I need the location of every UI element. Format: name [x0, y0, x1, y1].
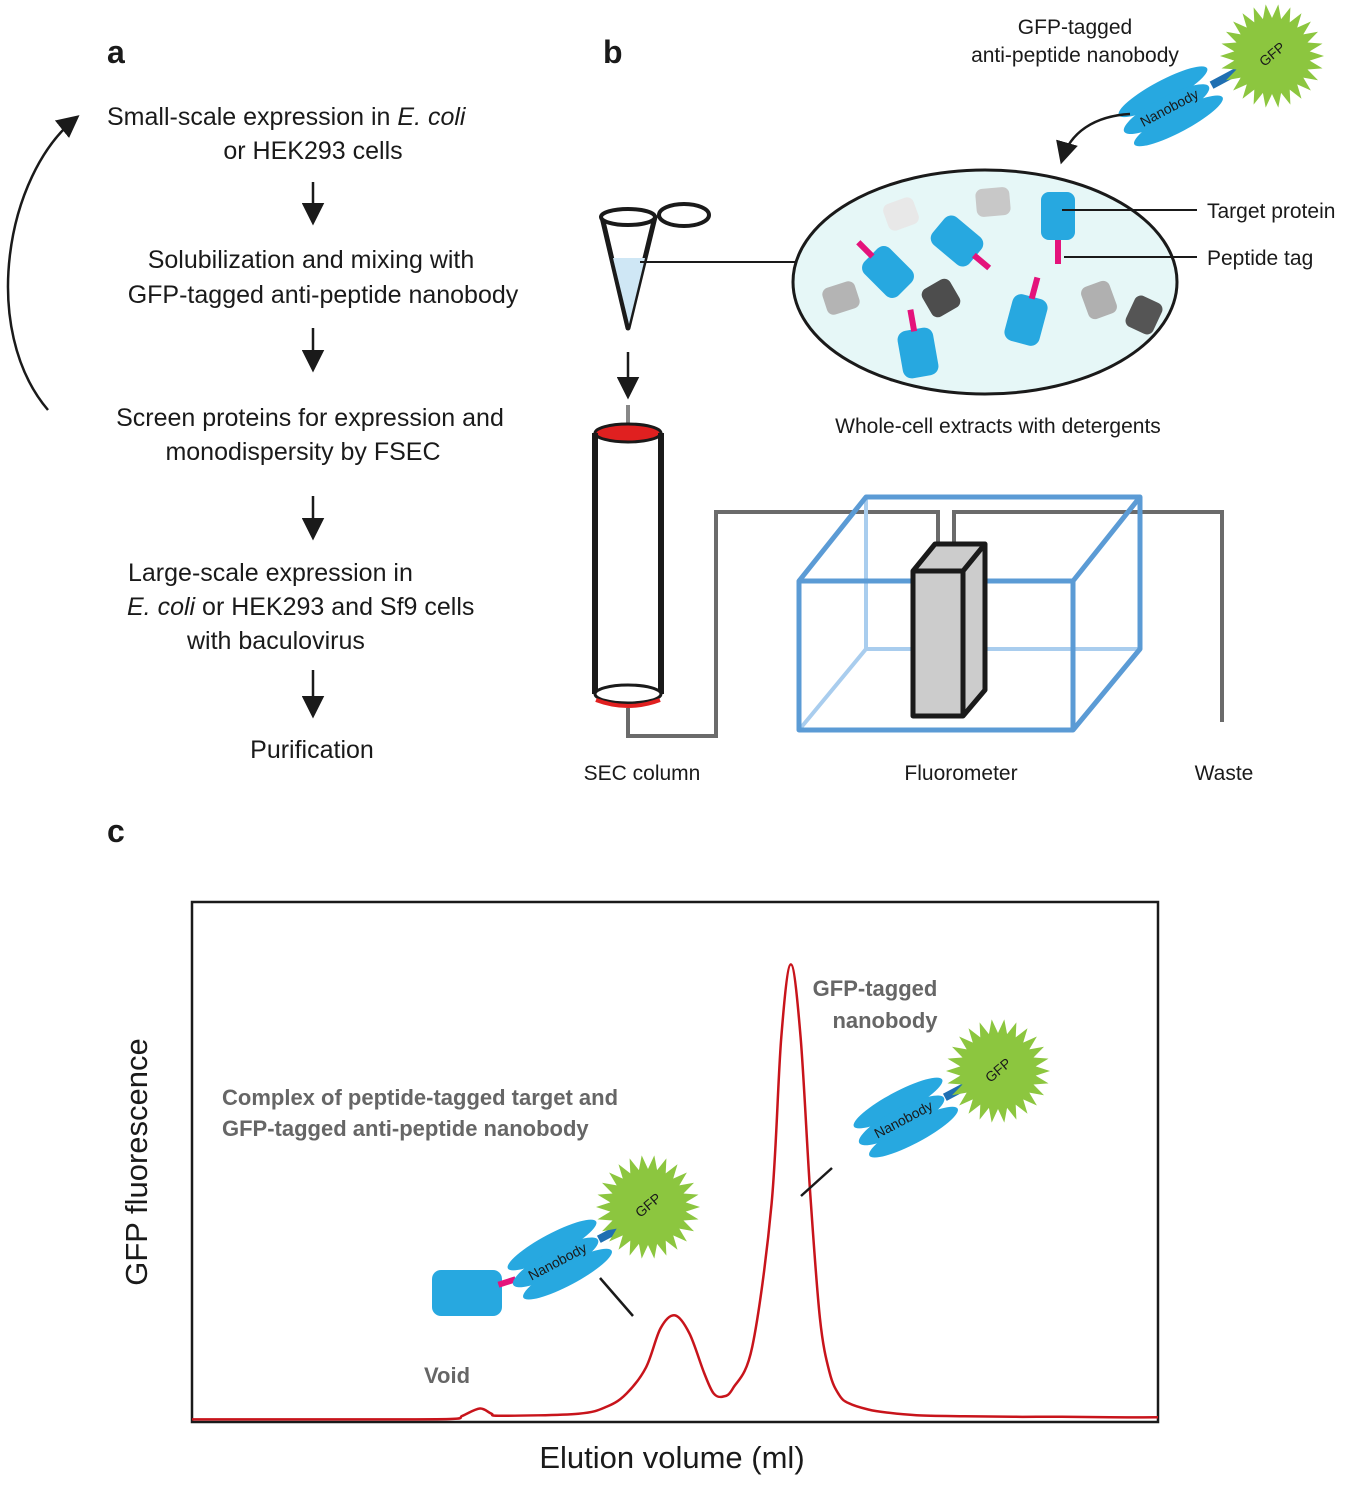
nanobody-lobe	[1133, 95, 1223, 147]
target-protein-label: Target protein	[1207, 200, 1335, 223]
complex-peak-pointer	[599, 1277, 634, 1317]
tubing-to-fluorometer	[626, 510, 940, 738]
fluorometer-label: Fluorometer	[904, 762, 1017, 785]
sec-column-icon	[592, 405, 664, 708]
fsec-setup-panel: GFP-tagged anti-peptide nanobody Nanobod…	[584, 4, 1335, 785]
contaminant-protein	[921, 278, 961, 318]
step-1-line-1: Small-scale expression in E. coli	[107, 103, 467, 131]
tubing-to-waste	[952, 510, 1224, 722]
panel-label-a: a	[107, 34, 125, 70]
fsec-chromatogram: Elution volume (ml) GFP fluorescence Voi…	[119, 900, 1160, 1475]
complex-label-line-1: Complex of peptide-tagged target and	[222, 1085, 618, 1110]
step-1-line-2: or HEK293 cells	[223, 137, 402, 165]
probe-title-line-2: anti-peptide nanobody	[971, 44, 1179, 67]
panel-label-b: b	[603, 34, 623, 70]
nanobody-gfp-probe: Nanobody	[1118, 66, 1240, 147]
step-2-line-1: Solubilization and mixing with	[148, 246, 475, 274]
nanobody-lobe	[1118, 66, 1208, 118]
step-5: Purification	[250, 736, 374, 764]
tagged-target-protein	[930, 215, 992, 271]
gfp-star-icon	[946, 1019, 1050, 1123]
target-nanobody-gfp-complex: Nanobody	[432, 1219, 622, 1316]
contaminant-protein	[1125, 295, 1163, 335]
sec-column-label: SEC column	[584, 762, 701, 785]
step-4-line-3: with baculovirus	[186, 627, 365, 655]
fluorescence-trace	[192, 963, 1159, 1421]
tagged-target-protein	[1004, 276, 1048, 346]
y-axis-label: GFP fluorescence	[119, 1038, 154, 1286]
step-3-line-2: monodispersity by FSEC	[165, 438, 440, 466]
tagged-target-protein-labeled	[1041, 192, 1075, 264]
peptide-tag	[497, 1276, 517, 1288]
free-probe-peak-pointer	[800, 1167, 833, 1197]
tube-liquid	[613, 258, 645, 324]
tagged-target-protein	[856, 240, 914, 298]
contaminant-protein	[883, 197, 919, 231]
peptide-tag-label: Peptide tag	[1207, 247, 1313, 270]
extract-caption: Whole-cell extracts with detergents	[835, 415, 1161, 438]
probe-addition-arrow	[1056, 112, 1131, 165]
step-2-line-2: GFP-tagged anti-peptide nanobody	[128, 281, 519, 309]
flow-cell	[910, 541, 988, 719]
microtube-icon	[599, 202, 711, 331]
gfp-star-icon	[1220, 4, 1324, 108]
waste-label: Waste	[1195, 762, 1254, 785]
tube-lid	[657, 202, 711, 228]
linker	[1209, 67, 1240, 89]
nanobody-lobe	[1123, 84, 1210, 135]
workflow-panel: Small-scale expression in E. coli or HEK…	[6, 103, 519, 764]
free-probe-label-line-1: GFP-tagged	[813, 976, 938, 1001]
step-4-line-1: Large-scale expression in	[128, 559, 413, 587]
probe-title-line-1: GFP-tagged	[1018, 16, 1132, 39]
gfp-star-icon	[596, 1155, 700, 1259]
step-4-line-2: E. coli or HEK293 and Sf9 cells	[127, 593, 474, 621]
target-protein	[432, 1270, 502, 1316]
contaminant-protein	[822, 281, 860, 315]
x-axis-label: Elution volume (ml)	[539, 1440, 804, 1475]
iteration-loop-arrow	[6, 115, 80, 411]
contaminant-protein	[1081, 280, 1117, 320]
void-label: Void	[424, 1363, 470, 1388]
fluorometer-icon	[796, 494, 1143, 733]
panel-label-c: c	[107, 813, 125, 849]
tagged-target-protein	[897, 309, 939, 379]
plot-frame	[190, 900, 1160, 1424]
step-3-line-1: Screen proteins for expression and	[116, 404, 504, 432]
complex-label-line-2: GFP-tagged anti-peptide nanobody	[222, 1116, 589, 1141]
contaminant-protein	[975, 187, 1011, 217]
free-probe-label-line-2: nanobody	[832, 1008, 938, 1033]
